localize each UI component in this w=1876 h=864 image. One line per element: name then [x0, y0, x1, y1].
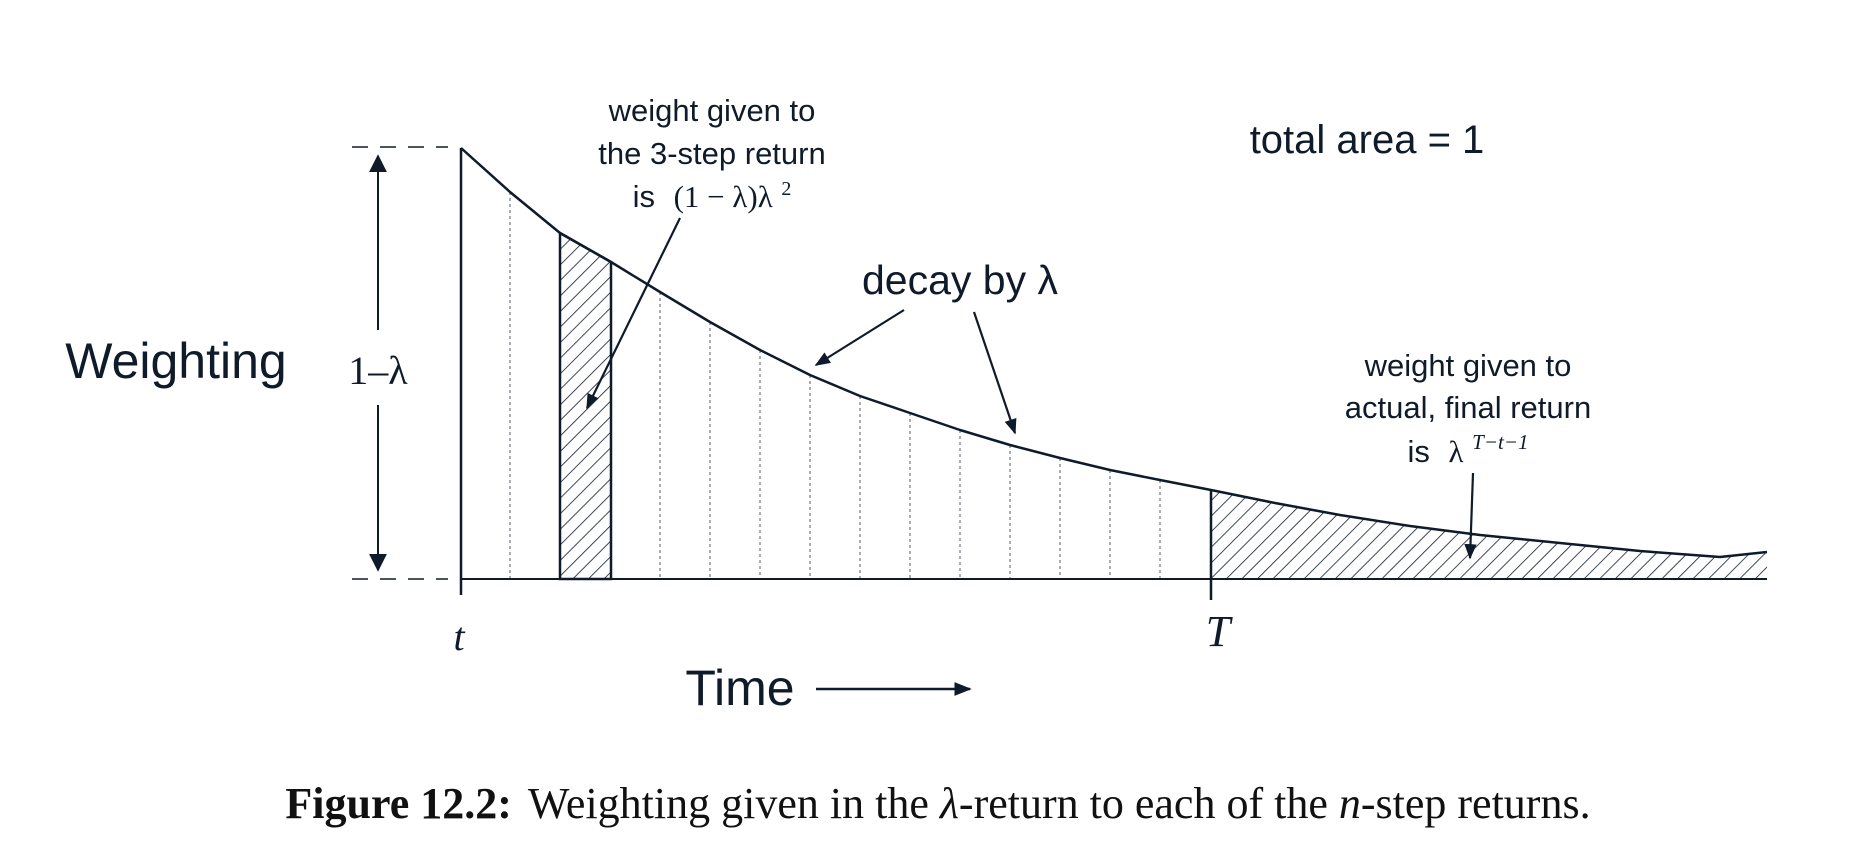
- figure-caption: Figure 12.2: Weighting given in the λ-ret…: [0, 778, 1876, 829]
- y-axis-title: Weighting: [65, 333, 286, 389]
- final-note-line3: is λ T−t−1: [1407, 430, 1528, 469]
- x-axis-title: Time: [685, 660, 794, 716]
- step-separator-lines: [509, 192, 1161, 579]
- three-step-pointer-arrow: [586, 217, 681, 410]
- three-step-weight-hatched-bar: [558, 230, 613, 581]
- final-note-line2: actual, final return: [1345, 390, 1591, 425]
- caption-figure-label: Figure 12.2:: [285, 779, 512, 828]
- three-step-note-line1: weight given to: [608, 93, 816, 128]
- decay-curve: [460, 147, 1768, 559]
- three-step-note-prefix: is: [633, 179, 655, 214]
- caption-lambda-symbol: λ: [939, 779, 959, 828]
- caption-text-part3: -step returns.: [1360, 779, 1591, 828]
- three-step-note-line2: the 3-step return: [598, 136, 825, 171]
- caption-text-part1: Weighting given in the: [527, 779, 940, 828]
- start-time-label: t: [453, 614, 465, 659]
- decay-label: decay by λ: [862, 257, 1058, 303]
- final-note-line1: weight given to: [1364, 348, 1572, 383]
- final-note-formula: λ: [1449, 434, 1464, 469]
- end-time-label: T: [1206, 607, 1234, 656]
- total-area-note: total area = 1: [1250, 118, 1485, 162]
- height-label: 1–λ: [348, 348, 408, 393]
- final-return-weight-hatched-region: [1211, 490, 1767, 579]
- three-step-note-exponent: 2: [781, 178, 791, 200]
- caption-n-symbol: n: [1338, 779, 1361, 828]
- final-note-exponent: T−t−1: [1472, 430, 1528, 454]
- decay-arrow-right: [972, 311, 1017, 435]
- final-note-prefix: is: [1407, 434, 1429, 469]
- decay-arrow-left: [814, 309, 905, 366]
- final-return-pointer-arrow: [1464, 472, 1477, 560]
- caption-text-part2: -return to each of the: [958, 779, 1339, 828]
- three-step-note-line3: is (1 − λ)λ 2: [633, 178, 792, 214]
- three-step-note-formula: (1 − λ)λ: [674, 179, 773, 214]
